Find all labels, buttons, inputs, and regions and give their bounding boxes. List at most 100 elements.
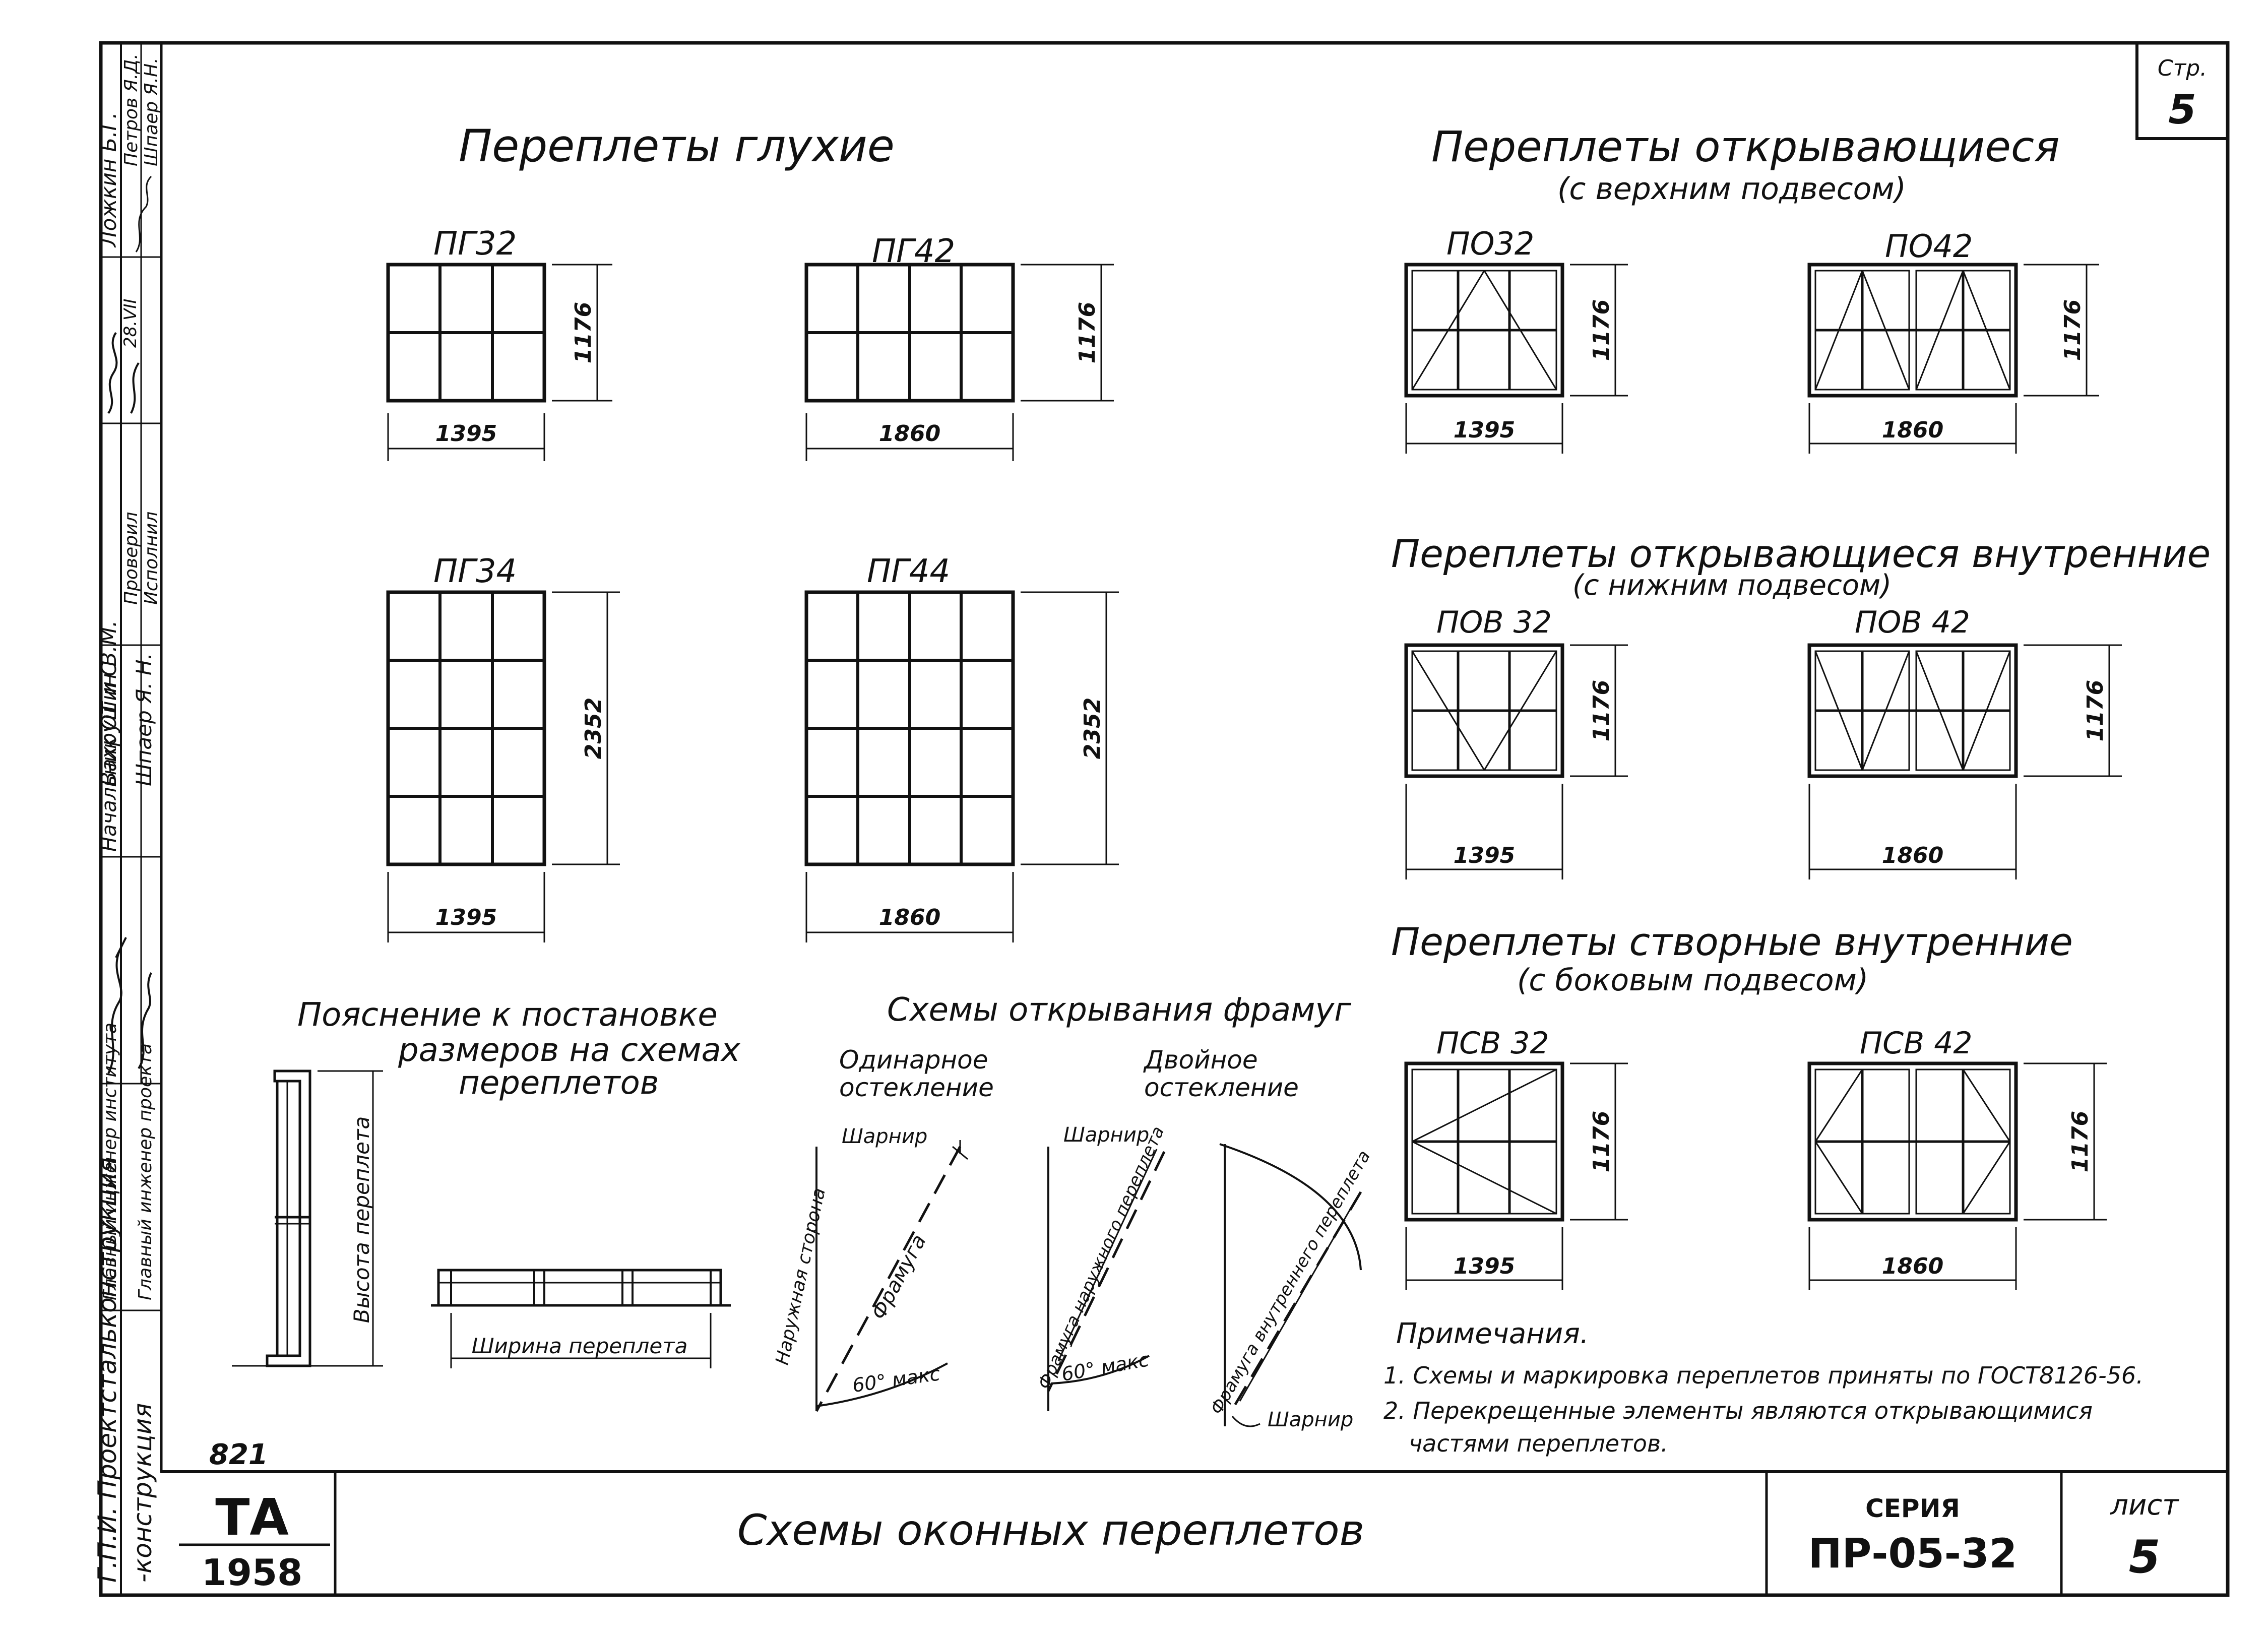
section-blind-title: Переплеты глухие (459, 120, 895, 172)
explain-height-label: Высота переплета (349, 1116, 374, 1323)
stamp-org: Г.П.И. Проектстальконструкция (93, 1158, 122, 1583)
section-inner-title: Переплеты открывающиеся внутренние (1391, 531, 2211, 576)
sash-pov32 (1404, 643, 1564, 778)
mark-psv42: ПСВ 42 (1860, 1026, 1973, 1061)
stamp-date: 28.VII (120, 299, 141, 348)
hinge-label-double-bottom: Шарнир (1268, 1408, 1353, 1431)
dims-top-hung (1405, 264, 2099, 454)
dim-psv42-width: 1860 (1882, 1253, 1943, 1279)
signature-shpaer (138, 972, 152, 1069)
page-number-label: Стр. (2158, 55, 2207, 81)
dim-pg34-height: 2352 (581, 698, 606, 759)
note-2-line1: 2. Перекрещенные элементы являются откры… (1383, 1397, 2093, 1424)
title-year: 1958 (202, 1551, 302, 1594)
dim-pov32-width: 1395 (1454, 843, 1515, 868)
mark-pov42: ПОВ 42 (1855, 605, 1970, 640)
stamp-name-2: Петров Я.Д. (121, 53, 142, 166)
section-top-hung-title: Переплеты открывающиеся (1431, 122, 2060, 171)
dim-psv42-height: 1176 (2067, 1111, 2093, 1172)
stamp-role-chief-institute: Главный инженер института (100, 1023, 120, 1300)
mark-psv32: ПСВ 32 (1436, 1026, 1549, 1061)
dim-psv32-height: 1176 (1589, 1111, 1614, 1172)
signature-head (107, 332, 140, 414)
title-org: ТА (215, 1488, 289, 1547)
inner-framuga-label: Фрамуга внутреннего переплета (1207, 1147, 1374, 1418)
sash-po32 (1404, 263, 1564, 398)
mark-pov32: ПОВ 32 (1436, 605, 1552, 640)
single-glazing-line2: остекление (839, 1073, 994, 1102)
stamp-name-4: Вахрушин В.М. (96, 620, 121, 786)
dim-po32-height: 1176 (1589, 299, 1614, 361)
sash-po42 (1807, 263, 2018, 398)
signature-vakhrushin (107, 937, 127, 1074)
explain-width-label: Ширина переплета (472, 1334, 688, 1358)
stamp-name-5: Шпаер Я. Н. (132, 653, 156, 786)
scheme-single (815, 1140, 968, 1412)
signature-checker (135, 175, 152, 253)
double-glazing-line1: Двойное (1143, 1045, 1258, 1075)
sash-psv32 (1404, 1061, 1564, 1222)
dim-po42-height: 1176 (2060, 299, 2086, 361)
section-side-subtitle: (с боковым подвесом) (1517, 963, 1868, 998)
section-top-hung-subtitle: (с верхним подвесом) (1557, 171, 1906, 207)
stamp-org-2: -конструкция (128, 1403, 157, 1583)
double-glazing-line2: остекление (1144, 1073, 1299, 1102)
title-code: 821 (209, 1438, 268, 1471)
sash-pg42 (804, 263, 1015, 403)
dims-inner (1405, 644, 2122, 879)
dim-pg32-height: 1176 (571, 302, 596, 363)
stamp-role-executed: Исполнил (141, 512, 162, 605)
sheet-label: лист (2110, 1489, 2179, 1522)
explain-title-line2: размеров на схемах (398, 1032, 741, 1069)
note-2-line2: частями переплетов. (1409, 1430, 1668, 1457)
page-number-box (2135, 41, 2229, 140)
sash-pg32 (386, 263, 546, 403)
stamp-role-chief-project: Главный инженер проекта (135, 1043, 156, 1300)
title-block: 821 ТА 1958 Схемы оконных переплетов СЕР… (161, 1438, 2228, 1595)
dim-pov42-height: 1176 (2083, 680, 2108, 741)
note-1: 1. Схемы и маркировка переплетов приняты… (1383, 1362, 2144, 1389)
mark-pg34: ПГ34 (433, 553, 517, 590)
stamp-name-1: Ложкин Б.Г. (96, 112, 121, 248)
sash-pov42 (1807, 643, 2018, 778)
dim-po42-width: 1860 (1882, 417, 1943, 443)
angle-label-single: 60° макс (851, 1362, 941, 1397)
explain-title-line3: переплетов (459, 1064, 659, 1102)
stamp-role-head: Начальник ОТ и С (98, 662, 121, 852)
outer-side-label: Наружная сторона (772, 1186, 830, 1366)
mark-pg32: ПГ32 (433, 225, 517, 263)
section-side-title: Переплеты створные внутренние (1391, 919, 2073, 964)
hinge-label-single: Шарнир (842, 1125, 927, 1148)
dim-pov32-height: 1176 (1589, 680, 1614, 741)
single-glazing-line1: Одинарное (839, 1045, 988, 1075)
dim-pg44-height: 2352 (1080, 698, 1105, 759)
explain-title-line1: Пояснение к постановке (297, 996, 718, 1034)
dim-pg42-height: 1176 (1075, 302, 1100, 363)
stamp-role-checked: Проверил (121, 512, 142, 605)
sheet-value: 5 (2129, 1531, 2161, 1584)
drawing-title: Схемы оконных переплетов (737, 1505, 1364, 1555)
page-number-value: 5 (2168, 86, 2196, 133)
outer-framuga-label: Фрамуга наружного переплета (1034, 1123, 1169, 1392)
mark-pg44: ПГ44 (867, 553, 950, 590)
mark-po32: ПО32 (1446, 225, 1534, 262)
series-label: СЕРИЯ (1865, 1494, 1960, 1523)
dim-pg34-width: 1395 (435, 905, 497, 930)
explain-section-drawing (232, 1069, 731, 1368)
series-value: ПР-05-32 (1808, 1530, 2018, 1577)
framuga-label: Фрамуга (867, 1231, 931, 1324)
notes-title: Примечания. (1396, 1317, 1589, 1350)
dims-blind (387, 264, 1119, 942)
section-inner-subtitle: (с нижним подвесом) (1572, 569, 1892, 602)
dim-po32-width: 1395 (1454, 417, 1515, 443)
sash-psv42 (1807, 1061, 2018, 1222)
stamp-name-3: Шпаер Я.Н. (141, 57, 162, 166)
dim-pg44-width: 1860 (879, 905, 940, 930)
angle-label-double: 60° макс (1060, 1348, 1151, 1386)
dims-side (1405, 1062, 2107, 1290)
sash-pg34 (386, 590, 546, 866)
side-stamp: Г.П.И. Проектстальконструкция -конструкц… (93, 43, 162, 1595)
dim-pg32-width: 1395 (435, 421, 497, 447)
